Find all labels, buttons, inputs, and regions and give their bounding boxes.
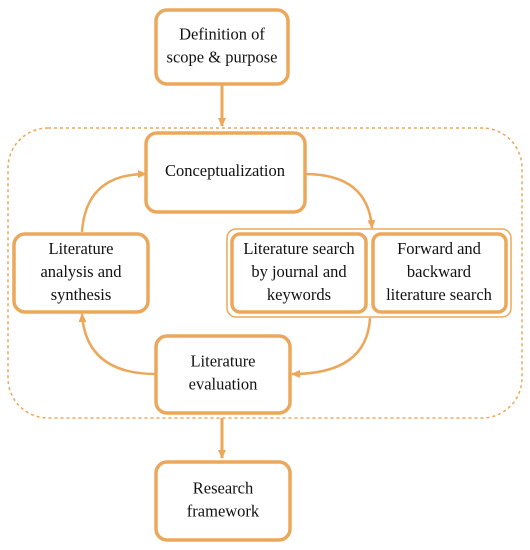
forward-backward-search-text: Forward and backward literature search xyxy=(386,239,493,304)
literature-search-group-frame xyxy=(226,228,512,318)
arrow-evaluation-to-analysis xyxy=(78,313,157,376)
arrow-search-to-evaluation xyxy=(291,317,372,378)
text-line: Literature search xyxy=(243,239,355,258)
journal-search-node: Literature search by journal and keywords xyxy=(230,232,368,314)
text-line: Literature xyxy=(48,239,113,258)
evaluation-node: Literature evaluation xyxy=(154,334,292,415)
journal-search-text: Literature search by journal and keywords xyxy=(243,239,355,304)
definition-text: Definition of scope & purpose xyxy=(167,24,278,66)
conceptualization-text: Conceptualization xyxy=(165,161,285,180)
text-line: Literature xyxy=(190,351,255,370)
conceptualization-node: Conceptualization xyxy=(144,131,307,214)
text-line: Definition of xyxy=(179,24,265,43)
arrow-conceptualization-to-search xyxy=(304,172,376,229)
text-line: framework xyxy=(187,501,260,520)
text-line: Forward and xyxy=(397,239,482,258)
text-line: analysis and xyxy=(40,262,122,281)
analysis-node: Literature analysis and synthesis xyxy=(12,232,150,314)
text-line: keywords xyxy=(267,285,331,304)
definition-node: Definition of scope & purpose xyxy=(154,8,290,86)
text-line: by journal and xyxy=(251,262,347,281)
text-line: synthesis xyxy=(51,285,112,304)
iteration-loop-container xyxy=(7,127,523,419)
evaluation-text: Literature evaluation xyxy=(189,351,258,393)
text-line: scope & purpose xyxy=(167,47,278,66)
text-line: literature search xyxy=(386,285,493,304)
text-line: backward xyxy=(407,262,472,281)
text-line: evaluation xyxy=(189,374,258,393)
framework-text: Research framework xyxy=(187,478,260,520)
forward-backward-search-node: Forward and backward literature search xyxy=(371,232,508,314)
text-line: Conceptualization xyxy=(165,161,285,180)
text-line: Research xyxy=(193,478,254,497)
framework-node: Research framework xyxy=(154,460,292,542)
arrow-analysis-to-conceptualization xyxy=(80,170,147,233)
analysis-text: Literature analysis and synthesis xyxy=(40,239,122,304)
